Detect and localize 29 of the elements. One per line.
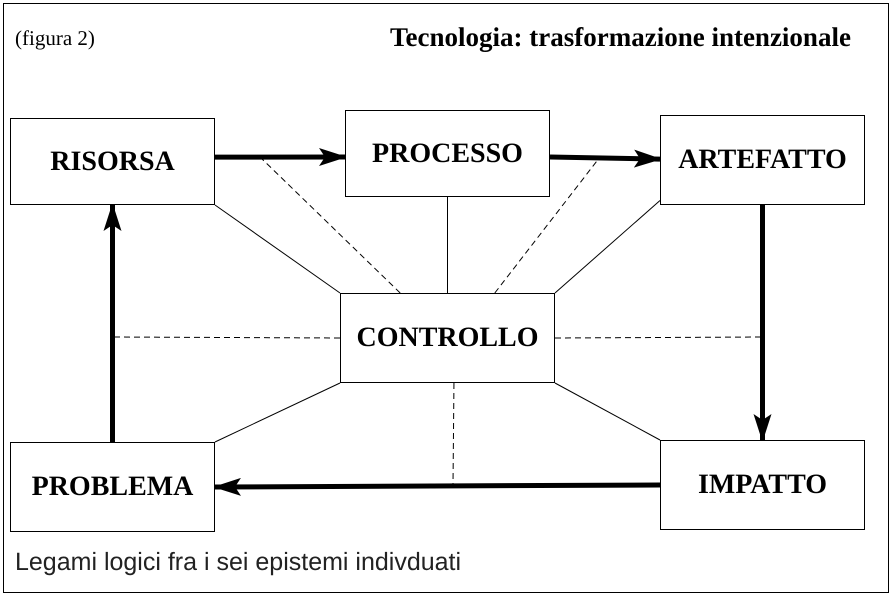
arrow <box>104 203 122 442</box>
box-label: PROBLEMA <box>32 471 194 503</box>
dashed-line <box>112 336 340 338</box>
connector-line <box>447 196 448 294</box>
dashed-line <box>260 156 401 294</box>
dashed-line <box>452 382 454 486</box>
concept-box <box>660 440 865 530</box>
box-label: CONTROLLO <box>356 322 539 354</box>
box-label: RISORSA <box>50 146 175 178</box>
concept-box <box>345 110 550 197</box>
arrow <box>213 478 660 496</box>
connector-line <box>214 382 340 442</box>
box-label: PROCESSO <box>372 138 523 170</box>
arrow <box>754 205 772 442</box>
box-label: ARTEFATTO <box>678 144 847 176</box>
connector-line <box>554 200 660 294</box>
dashed-line <box>554 336 762 338</box>
connector-line <box>214 204 340 294</box>
concept-box <box>660 115 865 205</box>
box-label: IMPATTO <box>698 469 828 501</box>
arrow <box>550 150 662 168</box>
caption: Legami logici fra i sei epistemi indivduati <box>15 548 462 577</box>
concept-box <box>10 442 215 532</box>
concept-box <box>10 118 215 205</box>
concept-box <box>340 293 555 383</box>
figure-number: (figura 2) <box>15 26 95 51</box>
arrow <box>215 148 347 166</box>
diagram-title: Tecnologia: trasformazione intenzionale <box>390 22 851 53</box>
connector-line <box>554 382 660 440</box>
